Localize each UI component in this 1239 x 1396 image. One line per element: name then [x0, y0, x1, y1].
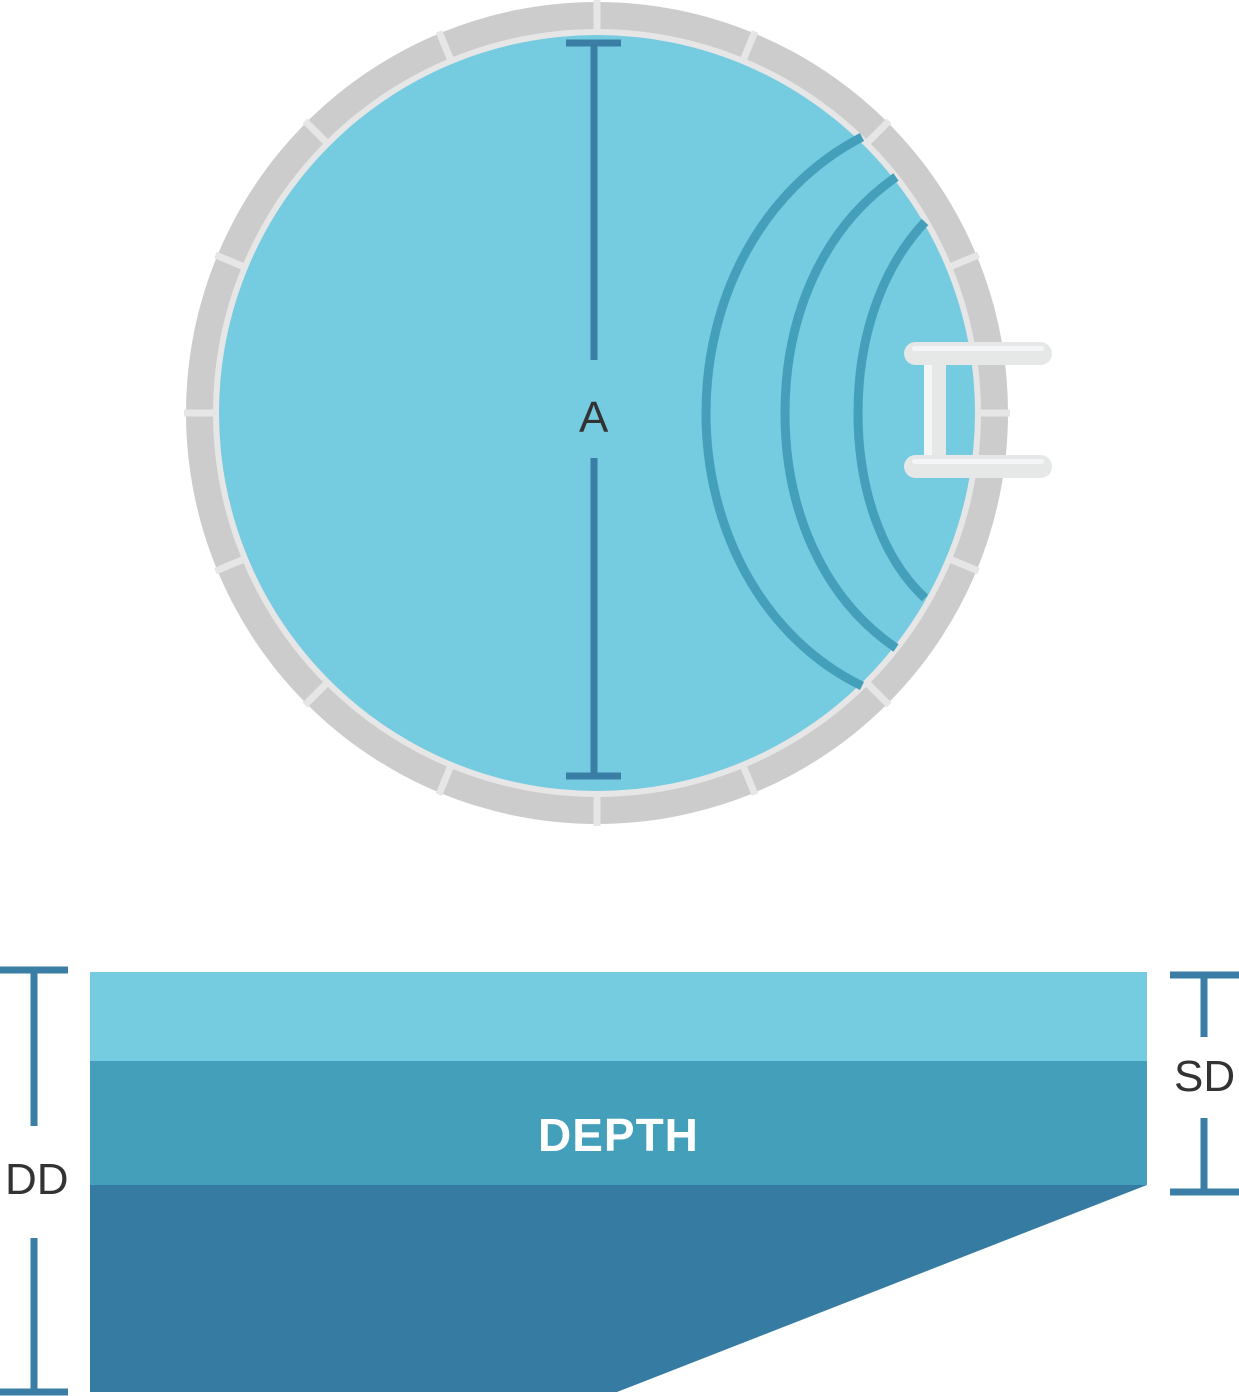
coping-joint: [302, 679, 331, 708]
coping-joint: [435, 30, 455, 64]
diameter-label: A: [579, 393, 609, 442]
pool-steps: [701, 133, 929, 691]
shallow-depth-label: SD: [1174, 1052, 1236, 1101]
coping-joint: [739, 30, 759, 64]
coping-joint: [946, 555, 980, 575]
pool-water: [219, 35, 975, 791]
pool-top-view: [184, 0, 1052, 826]
depth-band: [90, 1061, 1147, 1185]
diameter-measure: [566, 39, 621, 780]
pool-side-view: [90, 972, 1147, 1392]
step-arc-3: [853, 218, 929, 602]
coping-joint: [214, 555, 248, 575]
step-arc-2: [780, 173, 899, 652]
ladder-icon: [904, 342, 1052, 478]
coping-joint: [214, 251, 248, 271]
deep-depth-label: DD: [5, 1155, 69, 1204]
coping-joint: [435, 762, 455, 796]
coping-joint: [863, 679, 892, 708]
shallow-water-band: [90, 972, 1147, 1061]
coping-joint: [946, 251, 980, 271]
coping-joint: [739, 762, 759, 796]
step-arc-1: [701, 133, 865, 691]
coping-joint: [302, 118, 331, 147]
coping-joints: [184, 0, 1010, 826]
deep-end-slope: [90, 1185, 1147, 1392]
shallow-depth-measure: [1170, 971, 1239, 1196]
coping-joint: [863, 118, 892, 147]
depth-label: DEPTH: [538, 1109, 699, 1161]
deep-depth-measure: [0, 966, 68, 1396]
